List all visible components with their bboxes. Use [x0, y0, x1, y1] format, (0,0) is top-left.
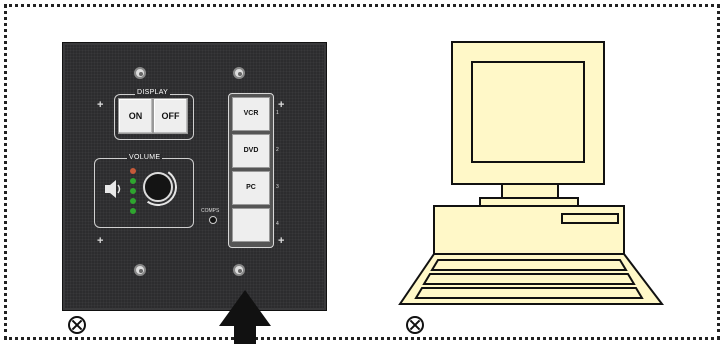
volume-led-3 [130, 188, 136, 194]
computer-icon [396, 36, 666, 314]
display-group-label: DISPLAY [135, 89, 170, 96]
top-right-screw [233, 67, 245, 79]
comp-jack [209, 216, 217, 224]
comp-jack-label: COMPS [201, 208, 219, 214]
input-select-column: VCR DVD PC [228, 93, 274, 248]
input-button-blank[interactable] [232, 208, 270, 242]
volume-led-1 [130, 168, 136, 174]
plus-mark: + [278, 236, 284, 247]
input-button-vcr[interactable]: VCR [232, 97, 270, 131]
bottom-left-screw [134, 264, 146, 276]
button-number-1: 1 [276, 110, 279, 116]
volume-knob-icon[interactable] [143, 172, 173, 202]
volume-led-2 [130, 178, 136, 184]
plus-mark: + [97, 100, 103, 111]
ground-symbol-icon [68, 316, 86, 334]
display-off-button[interactable]: OFF [153, 98, 188, 134]
speaker-icon [104, 178, 124, 200]
input-button-pc[interactable]: PC [232, 171, 270, 205]
top-left-screw [134, 67, 146, 79]
display-on-button[interactable]: ON [118, 98, 153, 134]
arrow-up-icon [216, 290, 274, 344]
volume-led-4 [130, 198, 136, 204]
volume-group-label: VOLUME [127, 154, 162, 161]
button-number-3: 3 [276, 184, 279, 190]
plus-mark: + [97, 236, 103, 247]
input-button-dvd[interactable]: DVD [232, 134, 270, 168]
button-number-4: 4 [276, 221, 279, 227]
bottom-right-screw [233, 264, 245, 276]
ground-symbol-icon [406, 316, 424, 334]
button-number-2: 2 [276, 147, 279, 153]
volume-led-5 [130, 208, 136, 214]
